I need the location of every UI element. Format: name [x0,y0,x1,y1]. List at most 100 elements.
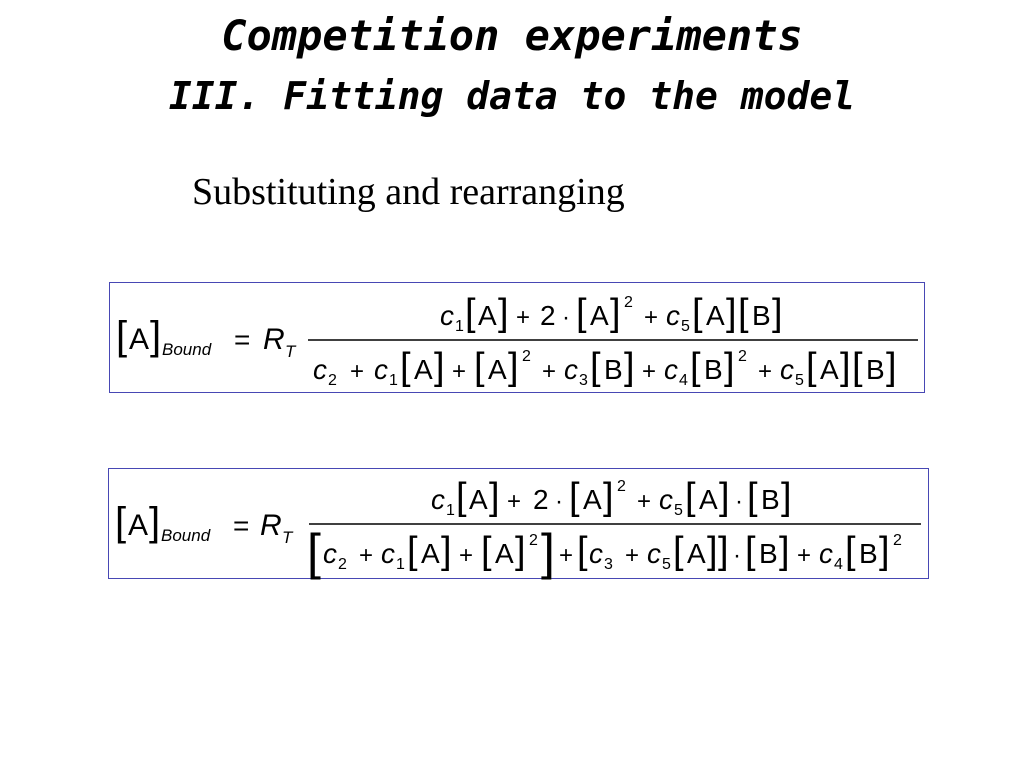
bracket-close: ] [718,530,729,572]
coef-c: c [647,538,661,569]
bracket-open: [ [481,530,492,572]
var-A: A [488,354,507,385]
plus-sign: + [642,358,656,385]
equation-box-2: [ A ] Bound = R T c 1 [ A ] + 2 · [ A ] … [108,468,929,580]
bracket-open: [ [685,476,696,518]
plus-sign: + [625,542,639,569]
bracket-open: [ [745,530,756,572]
body-text: Substituting and rearranging [192,171,625,213]
var-A: A [583,484,602,515]
plus-sign: + [507,488,521,515]
bracket-open-large: [ [307,524,321,580]
number-2: 2 [540,300,556,331]
var-A: A [495,538,514,569]
var-A: A [414,354,433,385]
coef-c: c [313,354,327,385]
bracket-open: [ [738,292,749,334]
coef-c: c [323,538,337,569]
bracket-close: ] [610,292,621,334]
bracket-close: ] [489,476,500,518]
coef-c: c [440,300,454,331]
equation-2: [ A ] Bound = R T c 1 [ A ] + 2 · [ A ] … [115,476,921,580]
superscript-2: 2 [617,478,626,495]
dot-operator: · [562,304,570,331]
subscript-T: T [282,528,294,547]
bracket-close: ] [781,476,792,518]
var-B: B [866,354,885,385]
bracket-open: [ [673,530,684,572]
plus-sign: + [542,358,556,385]
bracket-close: ] [779,530,790,572]
equals-sign: = [234,324,250,355]
bracket-close: ] [840,346,851,388]
superscript-2: 2 [738,348,747,365]
var-A: A [128,509,148,542]
bracket-open: [ [845,530,856,572]
bracket-open: [ [115,500,126,544]
subscript-5: 5 [674,502,683,519]
bracket-open: [ [407,530,418,572]
dot-operator: · [555,488,563,515]
bracket-open: [ [569,476,580,518]
bracket-close: ] [150,314,161,358]
equation-box-1: [ A ] Bound = R T c 1 [ A ] + 2 · [ A ] … [109,282,925,393]
coef-c: c [589,538,603,569]
var-B: B [704,354,723,385]
number-2: 2 [533,484,549,515]
bracket-close: ] [879,530,890,572]
superscript-2: 2 [522,348,531,365]
var-B: B [759,538,778,569]
var-A: A [469,484,488,515]
subscript-T: T [285,342,297,361]
dot-operator: · [735,488,743,515]
coef-c: c [381,538,395,569]
coef-c: c [666,300,680,331]
bracket-close: ] [726,292,737,334]
bracket-close: ] [707,530,718,572]
subscript-5: 5 [662,556,671,573]
bracket-close: ] [515,530,526,572]
plus-sign: + [516,304,530,331]
coef-c: c [819,538,833,569]
subscript-4: 4 [834,556,843,573]
bracket-open: [ [465,292,476,334]
equation-1: [ A ] Bound = R T c 1 [ A ] + 2 · [ A ] … [116,292,918,389]
subscript-bound: Bound [161,526,211,545]
coef-c: c [780,354,794,385]
coef-c: c [564,354,578,385]
var-A: A [129,323,149,356]
plus-sign: + [452,358,466,385]
subscript-5: 5 [681,318,690,335]
subscript-5: 5 [795,372,804,389]
bracket-open: [ [852,346,863,388]
bracket-close: ] [441,530,452,572]
subscript-2: 2 [338,556,347,573]
bracket-close: ] [772,292,783,334]
bracket-close: ] [724,346,735,388]
plus-sign: + [644,304,658,331]
var-A: A [699,484,718,515]
plus-sign: + [559,542,573,569]
bracket-open: [ [456,476,467,518]
plus-sign: + [459,542,473,569]
slide-title: Competition experiments [221,11,803,60]
superscript-2: 2 [529,532,538,549]
bracket-open: [ [116,314,127,358]
bracket-close: ] [434,346,445,388]
bracket-open: [ [590,346,601,388]
var-A: A [820,354,839,385]
plus-sign: + [758,358,772,385]
var-A: A [687,538,706,569]
coef-c: c [431,484,445,515]
var-B: B [752,300,771,331]
subscript-3: 3 [604,556,613,573]
var-A: A [706,300,725,331]
equals-sign: = [233,510,249,541]
var-R: R [260,509,282,542]
subscript-1: 1 [455,318,464,335]
bracket-close: ] [624,346,635,388]
var-B: B [604,354,623,385]
subscript-4: 4 [679,372,688,389]
plus-sign: + [637,488,651,515]
slide-subtitle-heading: III. Fitting data to the model [168,74,856,118]
